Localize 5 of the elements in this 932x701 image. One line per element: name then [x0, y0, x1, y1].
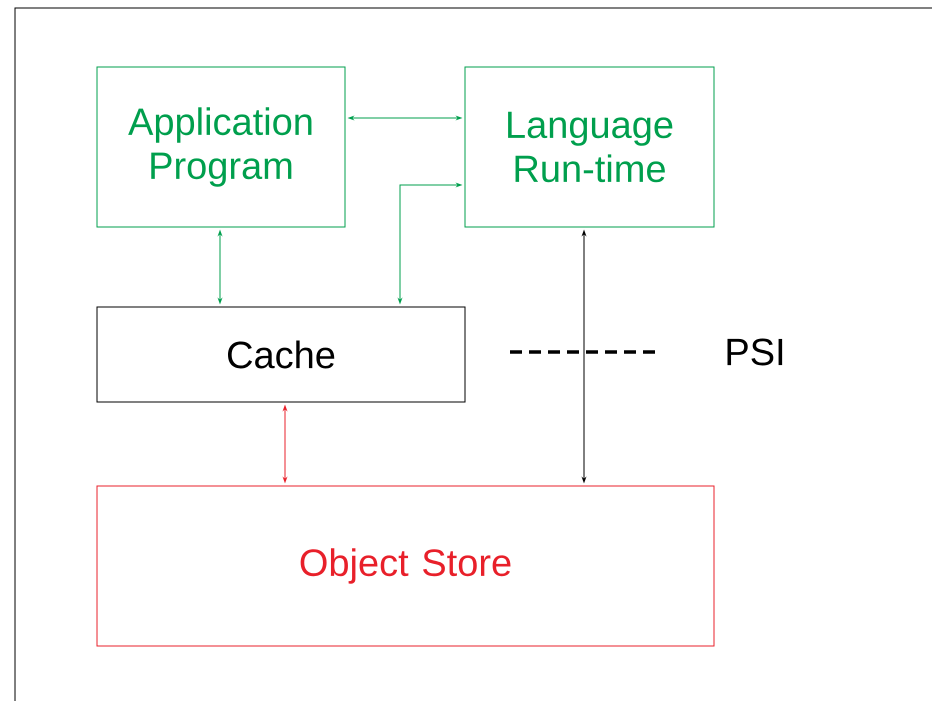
boundary-label: PSI: [728, 338, 782, 366]
store-box: Object Store: [96, 486, 714, 646]
process-box: Application Program: [96, 66, 346, 228]
cache-box: Cache: [96, 306, 466, 402]
process-box: Language Run-time: [464, 66, 714, 228]
